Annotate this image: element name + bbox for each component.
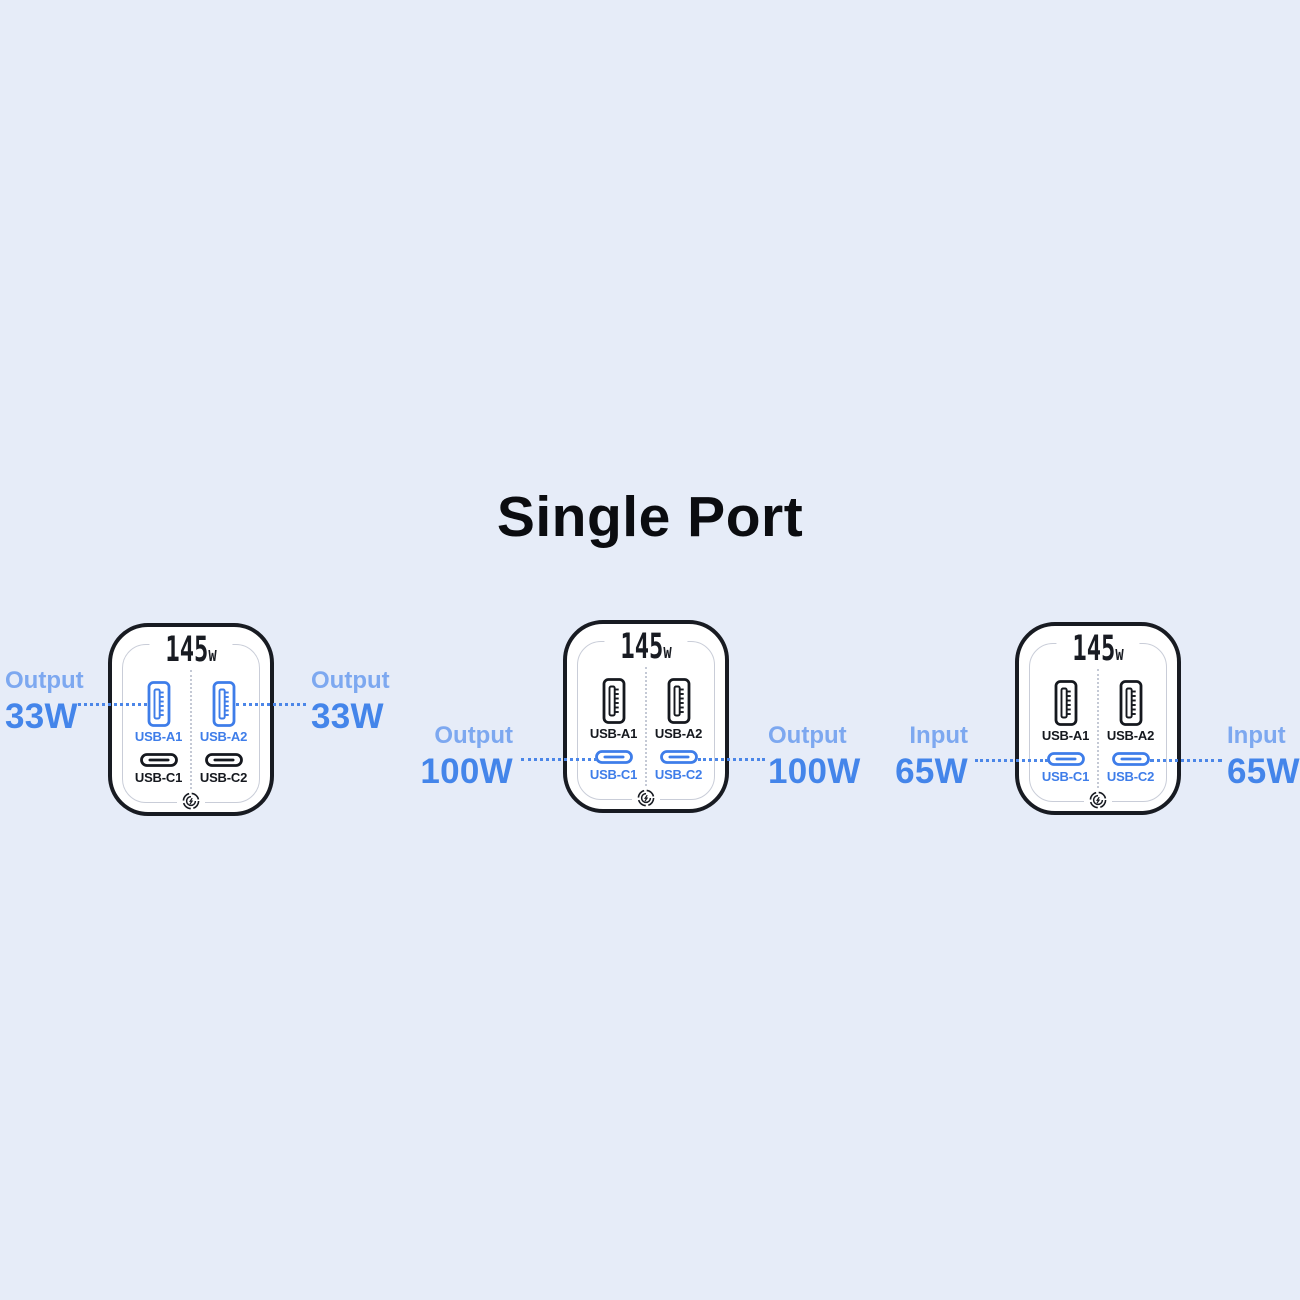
usb-a-port-icon: [1054, 680, 1077, 726]
circular-logo-icon: [1084, 791, 1112, 809]
port-label: USB-C2: [654, 767, 703, 782]
usb-a-port-icon: [1119, 680, 1142, 726]
connector-dotted-line: [1150, 759, 1222, 762]
port-label: USB-C2: [1106, 769, 1155, 784]
port-label: USB-A1: [589, 726, 638, 741]
port-label: USB-C1: [589, 767, 638, 782]
usb-a-port-icon: [212, 681, 235, 727]
circular-logo-icon: [177, 792, 205, 810]
port-label: USB-A1: [1041, 728, 1090, 743]
usb-c-port-icon: [139, 753, 178, 767]
wattage-unit: w: [208, 641, 217, 667]
circular-logo-icon: [632, 789, 660, 807]
port-label: USB-C2: [199, 770, 248, 785]
wattage-display: 145w: [149, 628, 233, 670]
connector-dotted-line: [698, 758, 765, 761]
wattage-unit: w: [663, 638, 672, 664]
power-label-kind: Output: [434, 722, 513, 749]
port-label: USB-A2: [199, 729, 248, 744]
connector-dotted-line: [78, 703, 147, 706]
power-label-output-100w-left: Output 100W: [373, 722, 513, 791]
power-label-value: 65W: [895, 752, 968, 791]
charger-device-1: 145w USB-A1 USB-C1 USB-A2 USB-C2: [108, 623, 274, 816]
port-label: USB-C1: [1041, 769, 1090, 784]
usb-c-port-icon: [204, 753, 243, 767]
port-divider-dotted-line: [189, 670, 192, 789]
connector-dotted-line: [236, 703, 306, 706]
connector-dotted-line: [975, 759, 1048, 762]
power-label-output-33w-left: Output 33W: [5, 667, 84, 736]
power-label-input-65w-right: Input 65W: [1227, 722, 1300, 791]
power-label-input-65w-left: Input 65W: [828, 722, 968, 791]
wattage-value: 145: [1072, 627, 1116, 669]
port-divider-dotted-line: [1096, 669, 1099, 788]
wattage-unit: w: [1115, 640, 1124, 666]
power-label-value: 100W: [768, 752, 861, 791]
connector-dotted-line: [521, 758, 597, 761]
usb-c-port-icon: [1046, 752, 1085, 766]
wattage-display: 145w: [1056, 627, 1140, 669]
power-label-value: 65W: [1227, 752, 1300, 791]
usb-a-port-icon: [602, 678, 625, 724]
power-label-kind: Output: [768, 722, 847, 749]
wattage-value: 145: [165, 628, 209, 670]
wattage-value: 145: [620, 625, 664, 667]
power-label-kind: Input: [909, 722, 968, 749]
port-label: USB-C1: [134, 770, 183, 785]
page-title: Single Port: [496, 485, 804, 550]
usb-c-port-icon: [659, 750, 698, 764]
power-label-value: 33W: [5, 697, 78, 736]
usb-a-port-icon: [147, 681, 170, 727]
power-label-output-33w-right: Output 33W: [311, 667, 390, 736]
power-label-value: 33W: [311, 697, 384, 736]
usb-a-port-icon: [667, 678, 690, 724]
port-label: USB-A2: [654, 726, 703, 741]
power-label-kind: Output: [5, 667, 84, 694]
port-label: USB-A2: [1106, 728, 1155, 743]
wattage-display: 145w: [604, 625, 688, 667]
usb-c-port-icon: [594, 750, 633, 764]
charger-device-2: 145w USB-A1 USB-C1 USB-A2 USB-C2: [563, 620, 729, 813]
port-divider-dotted-line: [644, 667, 647, 786]
charger-device-3: 145w USB-A1 USB-C1 USB-A2 USB-C2: [1015, 622, 1181, 815]
usb-c-port-icon: [1111, 752, 1150, 766]
power-label-kind: Input: [1227, 722, 1286, 749]
power-label-value: 100W: [420, 752, 513, 791]
power-label-kind: Output: [311, 667, 390, 694]
power-label-output-100w-right: Output 100W: [768, 722, 861, 791]
port-label: USB-A1: [134, 729, 183, 744]
